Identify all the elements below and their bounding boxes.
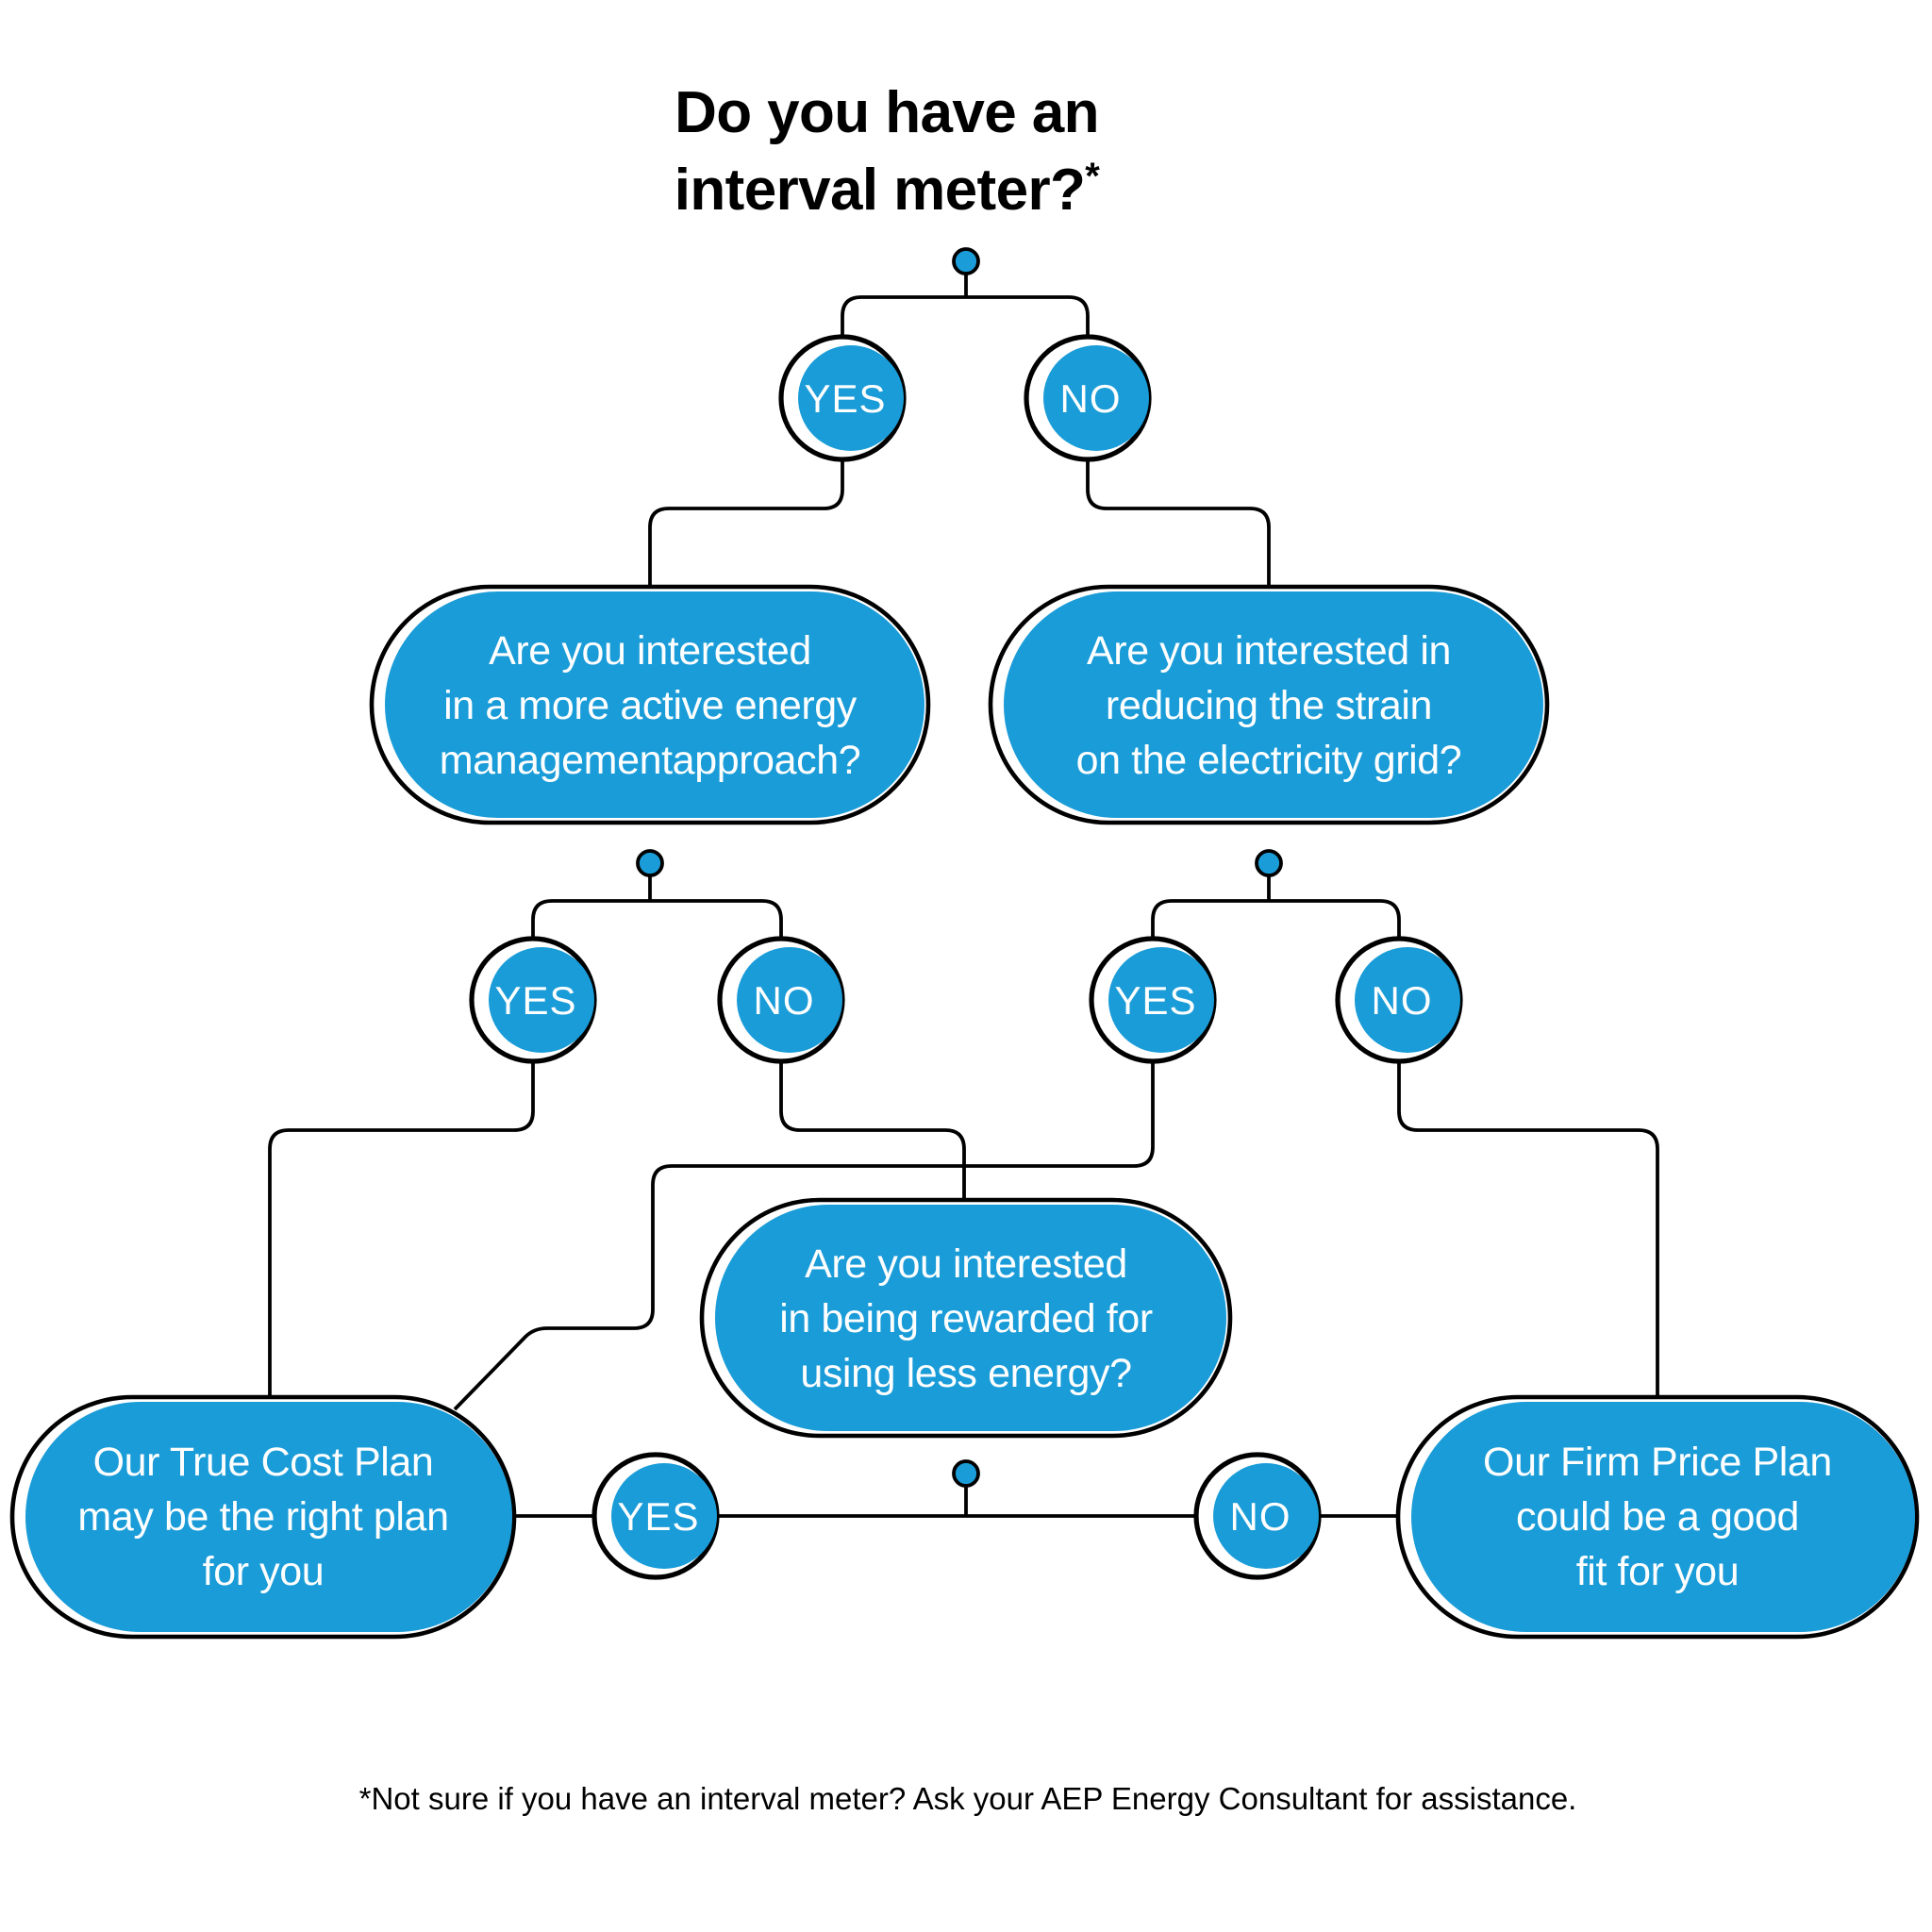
- page-title: Do you have an interval meter?*: [675, 80, 1101, 223]
- root-yes-label: YES: [804, 376, 886, 421]
- strain-yes-label: YES: [1114, 978, 1196, 1023]
- reward-question-line-1: Are you interested: [805, 1241, 1127, 1287]
- junction-dots: [636, 247, 1283, 1488]
- node-result-true-cost: Our True Cost Plan may be the right plan…: [9, 1394, 517, 1640]
- active-question-line-1: Are you interested: [489, 628, 811, 674]
- connector-no3-to-firm-price: [1397, 1061, 1659, 1397]
- title-line-1: Do you have an: [675, 80, 1099, 145]
- true-cost-pill: [25, 1402, 512, 1632]
- active-yes-label: YES: [494, 978, 576, 1023]
- active-no-label: NO: [754, 978, 815, 1023]
- connector-root-bracket: [841, 295, 1090, 337]
- node-active-yes: YES: [469, 936, 597, 1064]
- connector-no2-to-reward-question: [779, 1061, 966, 1200]
- root-junction-dot: [952, 247, 980, 275]
- active-question-pill: [385, 591, 924, 818]
- true-cost-line-1: Our True Cost Plan: [93, 1440, 434, 1485]
- connector-yes2-to-true-cost: [268, 1061, 535, 1397]
- strain-question-line-2: reducing the strain: [1106, 683, 1432, 728]
- connector-right-bracket: [1151, 899, 1401, 939]
- active-question-junction-dot: [636, 849, 664, 877]
- strain-yes-disc: [1108, 947, 1214, 1053]
- reward-yes-disc: [611, 1463, 717, 1569]
- reward-question-junction-dot: [952, 1459, 980, 1488]
- node-reward-yes: YES: [591, 1452, 720, 1580]
- connector-left-bracket: [531, 899, 783, 939]
- true-cost-line-2: may be the right plan: [77, 1494, 448, 1540]
- reward-no-label: NO: [1230, 1494, 1291, 1539]
- active-question-line-3: managementapproach?: [440, 738, 861, 783]
- node-strain-yes: YES: [1089, 936, 1217, 1064]
- root-yes-disc: [798, 345, 904, 451]
- active-question-line-2: in a more active energy: [443, 683, 858, 728]
- firm-price-line-3: fit for you: [1576, 1549, 1739, 1594]
- firm-price-pill: [1411, 1402, 1915, 1632]
- node-result-firm-price: Our Firm Price Plan could be a good fit …: [1395, 1394, 1920, 1640]
- strain-question-line-1: Are you interested in: [1087, 628, 1451, 674]
- node-question-active-energy: Are you interested in a more active ener…: [369, 584, 931, 825]
- connector-yes3-to-true-cost: [453, 1061, 1155, 1411]
- reward-no-disc: [1213, 1463, 1319, 1569]
- root-no-label: NO: [1060, 376, 1122, 421]
- reward-yes-label: YES: [617, 1494, 699, 1539]
- strain-no-disc: [1355, 947, 1460, 1053]
- node-question-rewarded: Are you interested in being rewarded for…: [699, 1197, 1233, 1439]
- connector-yes1-to-active-question: [648, 459, 844, 587]
- title-line-2: interval meter?*: [675, 156, 1101, 223]
- node-reward-no: NO: [1193, 1452, 1322, 1580]
- strain-question-junction-dot: [1255, 849, 1283, 877]
- true-cost-line-3: for you: [203, 1549, 325, 1594]
- reward-question-line-2: in being rewarded for: [779, 1296, 1153, 1341]
- firm-price-line-1: Our Firm Price Plan: [1483, 1440, 1832, 1485]
- node-root-no: NO: [1024, 334, 1152, 462]
- strain-question-pill: [1004, 591, 1543, 818]
- active-no-disc: [737, 947, 842, 1053]
- connector-no1-to-strain-question: [1086, 459, 1271, 587]
- reward-question-pill: [715, 1205, 1226, 1431]
- strain-question-line-3: on the electricity grid?: [1076, 738, 1462, 783]
- active-yes-disc: [489, 947, 594, 1053]
- node-root-yes: YES: [778, 334, 907, 462]
- footnote: *Not sure if you have an interval meter?…: [359, 1781, 1577, 1816]
- node-question-grid-strain: Are you interested in reducing the strai…: [988, 584, 1550, 825]
- connectors: [268, 274, 1659, 1518]
- firm-price-line-2: could be a good: [1516, 1494, 1799, 1540]
- node-active-no: NO: [717, 936, 845, 1064]
- strain-no-label: NO: [1372, 978, 1433, 1023]
- node-strain-no: NO: [1335, 936, 1463, 1064]
- root-no-disc: [1043, 345, 1149, 451]
- reward-question-line-3: using less energy?: [800, 1351, 1131, 1396]
- footnote-marker: *: [1085, 156, 1100, 197]
